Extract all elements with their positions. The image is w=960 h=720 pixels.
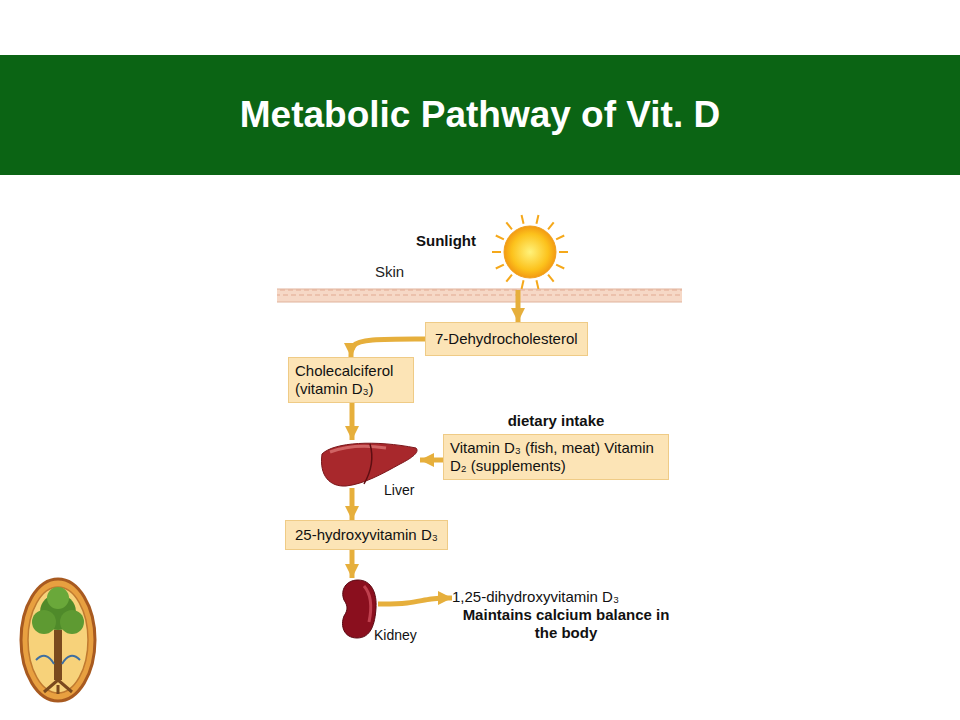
- process-box: Cholecalciferol (vitamin D₃): [288, 357, 414, 403]
- skin-layer: [277, 289, 682, 302]
- logo: [21, 579, 95, 701]
- kidney-illustration: [338, 578, 378, 640]
- result-node: 1,25-dihydroxyvitamin D₃Maintains calciu…: [452, 588, 680, 642]
- pathway-arrow: [351, 339, 425, 357]
- sun-node: Sunlight: [500, 222, 560, 282]
- layer-label: Skin: [375, 263, 404, 280]
- title-band: Metabolic Pathway of Vit. D: [0, 55, 960, 175]
- node-label: Kidney: [374, 627, 417, 643]
- liver-node: Liver: [316, 440, 420, 488]
- liver-illustration: [316, 440, 420, 488]
- pathway-arrow: [350, 488, 355, 520]
- node-label: Cholecalciferol (vitamin D₃): [295, 362, 407, 398]
- node-body: Maintains calcium balance in the body: [452, 606, 680, 642]
- node-label: 25-hydroxyvitamin D₃: [295, 526, 438, 544]
- node-label: 7-Dehydrocholesterol: [435, 330, 578, 348]
- process-box: dietary intakeVitamin D₃ (fish, meat) Vi…: [443, 434, 669, 480]
- process-box: 7-Dehydrocholesterol: [425, 322, 588, 356]
- node-label: Liver: [384, 482, 414, 498]
- kidney-node: Kidney: [338, 578, 378, 640]
- process-box: 25-hydroxyvitamin D₃: [285, 520, 448, 550]
- slide-title: Metabolic Pathway of Vit. D: [240, 94, 720, 136]
- node-body: Vitamin D₃ (fish, meat) Vitamin D₂ (supp…: [450, 439, 662, 475]
- node-label: Sunlight: [416, 232, 476, 249]
- pathway-arrow: [350, 403, 355, 440]
- pathway-arrow: [516, 290, 521, 322]
- pathway-arrow: [350, 550, 355, 578]
- pathway-arrow: [420, 458, 443, 463]
- sun-icon: [500, 222, 560, 282]
- node-label: 1,25-dihydroxyvitamin D₃: [452, 588, 680, 606]
- node-label: dietary intake: [444, 412, 668, 429]
- pathway-arrow: [378, 598, 452, 604]
